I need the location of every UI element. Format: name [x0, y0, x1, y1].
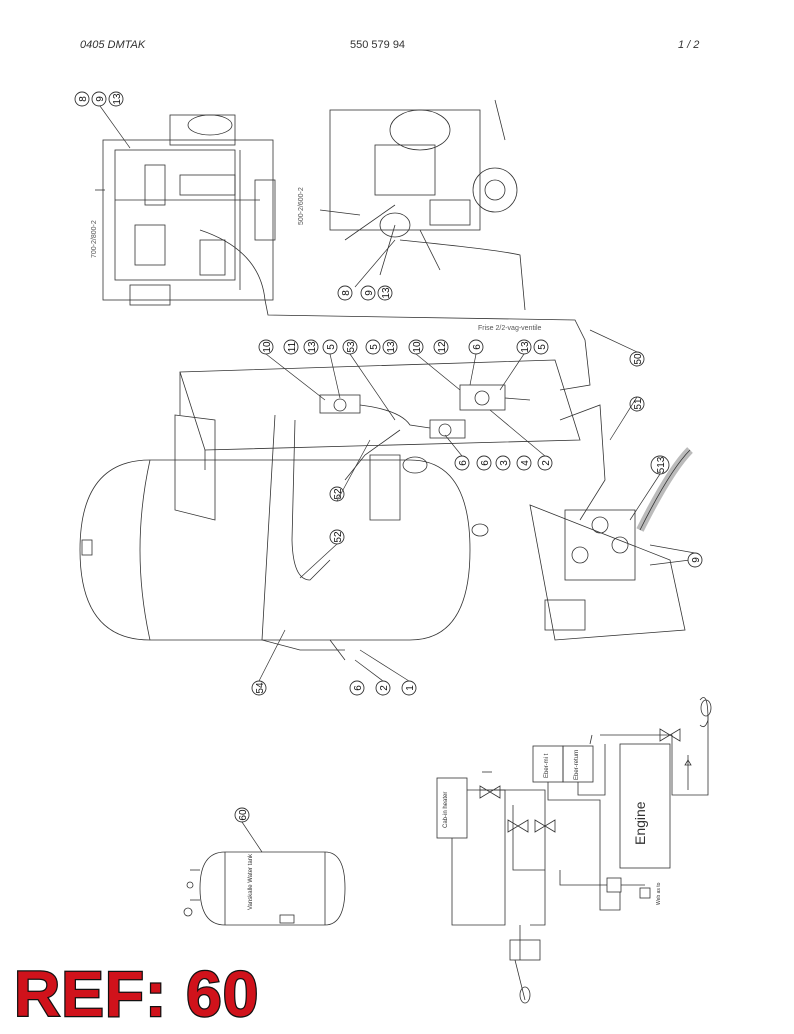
callout-53: 53: [346, 341, 357, 353]
valve-note: Frise 2/2-vag-ventile: [478, 325, 542, 332]
callout-13b: 13: [381, 287, 392, 299]
webasto-label: Web as to: [656, 882, 662, 905]
frame-rail: [174, 359, 581, 521]
callout-60: 60: [238, 809, 249, 821]
engine-left: [95, 114, 276, 306]
heater-assembly: [529, 447, 693, 641]
callout-9b: 9: [364, 290, 375, 296]
water-tank-drawing: [183, 851, 346, 926]
cabin-heater-label: Cab-in heater: [443, 792, 449, 828]
callout-513: 513: [656, 456, 667, 473]
callout-54: 54: [255, 682, 266, 694]
callout-12: 12: [437, 341, 448, 353]
callout-50: 50: [633, 353, 644, 365]
pipe-50-route: [199, 229, 591, 391]
callout-13a: 13: [112, 93, 123, 105]
callout-52a: 52: [333, 488, 344, 500]
leader-lines: [99, 105, 696, 853]
engine-label: Engine: [632, 801, 648, 845]
schematic: [436, 697, 712, 1004]
pipe-52: [291, 419, 331, 581]
callout-4: 4: [520, 460, 531, 466]
callout-11: 11: [287, 341, 298, 352]
callout-9a: 9: [95, 96, 106, 102]
page-number: 1 / 2: [678, 39, 700, 51]
callouts: [74, 91, 703, 823]
callout-13e: 13: [520, 341, 531, 353]
right-engine-label: 500-2/600-2: [298, 187, 305, 225]
callout-numbers: 8 9 13 8 9 13 10 11 13 5 53 5 13 10 12 6…: [78, 93, 702, 821]
engine-right: [319, 99, 518, 276]
callout-1: 1: [405, 685, 416, 691]
callout-5b: 5: [369, 344, 380, 350]
pipe-52-upper: [344, 429, 401, 481]
callout-51: 51: [633, 398, 644, 410]
part-number: 550 579 94: [350, 39, 406, 51]
pipe-54: [261, 414, 345, 651]
valve-cluster: [319, 384, 531, 474]
doc-code: 0405 DMTAK: [80, 39, 146, 51]
callout-52b: 52: [333, 531, 344, 543]
callout-2b: 2: [379, 685, 390, 691]
callout-10b: 10: [412, 341, 423, 353]
callout-13d: 13: [386, 341, 397, 353]
callout-8a: 8: [78, 96, 89, 102]
callout-8b: 8: [341, 290, 352, 296]
engine-box: [619, 743, 671, 869]
callout-6a: 6: [472, 344, 483, 350]
pipe-engine-right: [399, 239, 526, 311]
heater-label-2: Eber-return: [574, 750, 580, 780]
callout-13c: 13: [307, 341, 318, 353]
callout-5a: 5: [326, 344, 337, 350]
left-engine-label: 700-2/800-2: [91, 220, 98, 258]
ref-stamp: REF: 60: [13, 958, 260, 1030]
callout-2a: 2: [541, 460, 552, 466]
callout-3: 3: [499, 460, 510, 466]
water-tank-label: Vanskalle Water tank: [248, 853, 254, 910]
pipe-51: [559, 404, 606, 521]
callout-10a: 10: [262, 341, 273, 353]
callout-9c: 9: [691, 557, 702, 563]
cabin-heater-box: [436, 777, 468, 839]
tank: [79, 459, 489, 661]
heater-label-1: Eber-mi t: [544, 753, 550, 778]
callout-6b: 6: [458, 460, 469, 466]
callout-6c: 6: [480, 460, 491, 466]
callout-5c: 5: [537, 344, 548, 350]
callout-6d: 6: [353, 685, 364, 691]
